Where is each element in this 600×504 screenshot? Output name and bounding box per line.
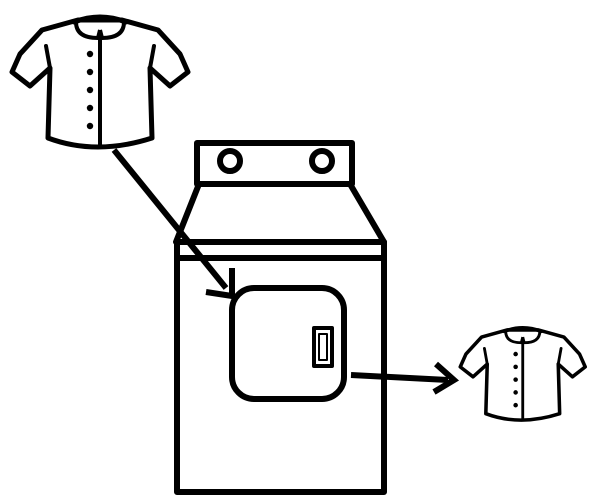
- dryer-door: [229, 285, 347, 402]
- dryer-icon: [173, 140, 387, 495]
- dryer-top: [173, 181, 387, 245]
- arrow-into-dryer: [111, 148, 235, 300]
- dryer-knob-left: [217, 148, 243, 174]
- arrow-out-of-dryer: [350, 361, 460, 395]
- small-shirt-icon: [458, 326, 587, 423]
- large-shirt-icon: [12, 17, 188, 148]
- dryer-knob-right: [309, 148, 335, 174]
